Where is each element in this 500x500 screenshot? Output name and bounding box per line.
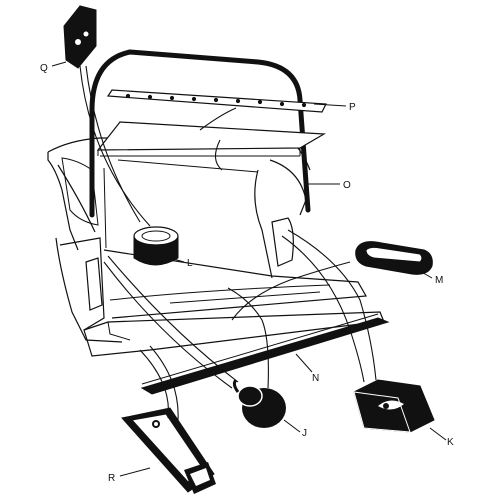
part-o-frame xyxy=(89,49,327,218)
part-q-bracket xyxy=(63,5,97,69)
label-n: N xyxy=(312,373,319,384)
label-k: K xyxy=(447,437,454,448)
label-p: P xyxy=(349,102,356,113)
part-j-knob xyxy=(232,378,286,428)
label-j: J xyxy=(302,428,307,439)
label-l: L xyxy=(187,258,193,269)
label-m: M xyxy=(435,275,443,286)
callout-leaders xyxy=(51,61,447,477)
part-p-rail xyxy=(106,89,327,113)
label-q: Q xyxy=(40,63,48,74)
part-labels: Q P O L M N J K R xyxy=(40,63,454,484)
part-n-channel xyxy=(140,313,390,395)
part-k-block xyxy=(353,379,435,433)
leader-cables xyxy=(79,65,377,421)
part-r-hinge xyxy=(121,407,216,494)
label-o: O xyxy=(343,180,351,191)
part-m-grommet xyxy=(355,241,433,275)
label-r: R xyxy=(108,473,115,484)
vehicle-body xyxy=(47,137,385,357)
part-l-pad xyxy=(133,226,179,266)
